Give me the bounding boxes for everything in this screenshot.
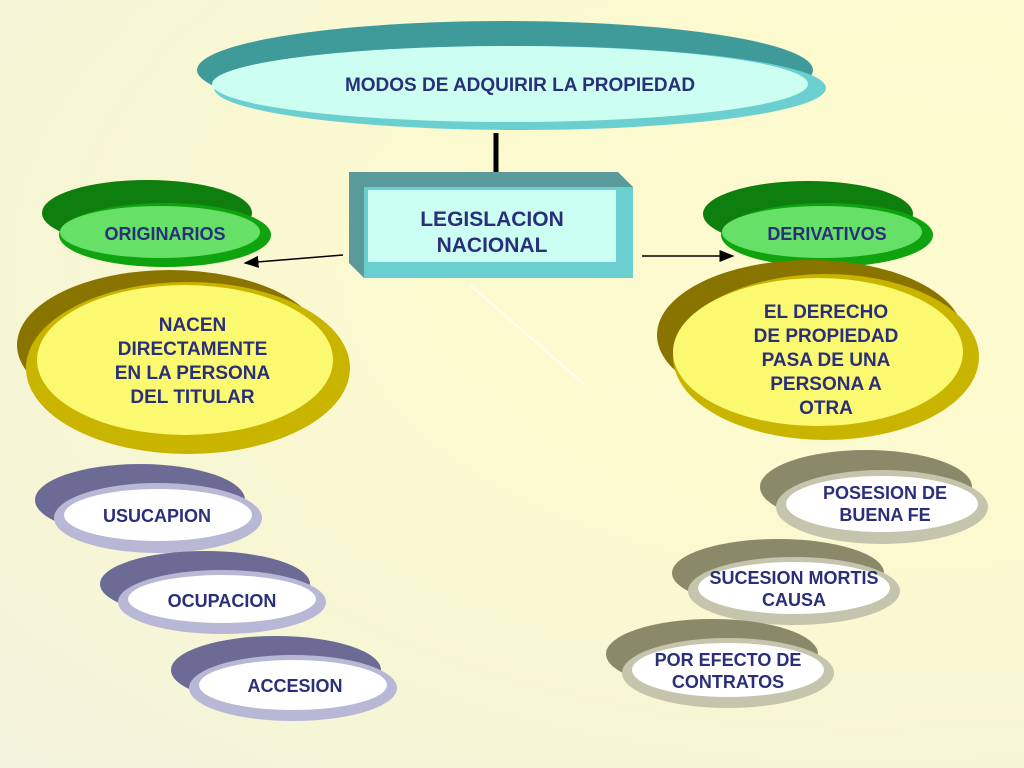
contratos-label-line: POR EFECTO DE	[654, 650, 802, 671]
sucesion-label-line: CAUSA	[761, 590, 826, 610]
center-label: LEGISLACION NACIONAL	[368, 200, 616, 266]
derivativos-description: EL DERECHO DE PROPIEDAD PASA DE UNA PERS…	[700, 298, 952, 424]
arrow-left	[243, 254, 344, 268]
originarios-desc-line: DIRECTAMENTE	[117, 338, 268, 360]
originarios-label: ORIGINARIOS	[104, 224, 226, 245]
derivativos-label: DERIVATIVOS	[767, 224, 887, 245]
derivativos-desc-line: OTRA	[799, 398, 853, 420]
center-box	[349, 172, 633, 278]
sucesion-label: SUCESION MORTIS CAUSA	[694, 565, 894, 615]
usucapion-node	[35, 464, 262, 553]
posesion-label-line: BUENA FE	[839, 505, 931, 525]
contratos-label: POR EFECTO DE CONTRATOS	[628, 647, 828, 697]
accesion-label: ACCESION	[247, 676, 343, 697]
sucesion-node	[672, 539, 900, 625]
ocupacion-node	[100, 551, 326, 634]
decor-line	[469, 284, 586, 386]
originarios-desc-line: EN LA PERSONA	[114, 363, 271, 384]
originarios-description-node	[17, 270, 350, 454]
derivativos-node	[703, 181, 933, 267]
posesion-label: POSESION DE BUENA FE	[790, 480, 980, 530]
originarios-description: NACEN DIRECTAMENTE EN LA PERSONA DEL TIT…	[70, 308, 315, 416]
ocupacion-label: OCUPACION	[167, 591, 277, 612]
title-node	[197, 21, 826, 130]
accesion-node	[171, 636, 397, 721]
originarios-node	[42, 180, 271, 267]
contratos-label-line: CONTRATOS	[671, 672, 785, 692]
sucesion-label-line: SUCESION MORTIS	[709, 568, 879, 589]
derivativos-desc-line: EL DERECHO	[763, 301, 889, 323]
originarios-desc-line: DEL TITULAR	[130, 387, 255, 409]
diagram-title: MODOS DE ADQUIRIR LA PROPIEDAD	[344, 74, 696, 96]
center-label-line2: NACIONAL	[436, 234, 548, 257]
usucapion-label: USUCAPION	[102, 506, 211, 527]
derivativos-description-node	[657, 260, 979, 440]
posesion-label-line: POSESION DE	[822, 483, 948, 504]
derivativos-desc-line: PASA DE UNA	[761, 349, 891, 371]
contratos-node	[606, 619, 834, 708]
originarios-desc-line: NACEN	[158, 314, 227, 336]
center-label-line1: LEGISLACION	[420, 207, 564, 231]
derivativos-desc-line: DE PROPIEDAD	[753, 325, 899, 347]
derivativos-desc-line: PERSONA A	[770, 374, 882, 396]
posesion-node	[760, 450, 988, 544]
